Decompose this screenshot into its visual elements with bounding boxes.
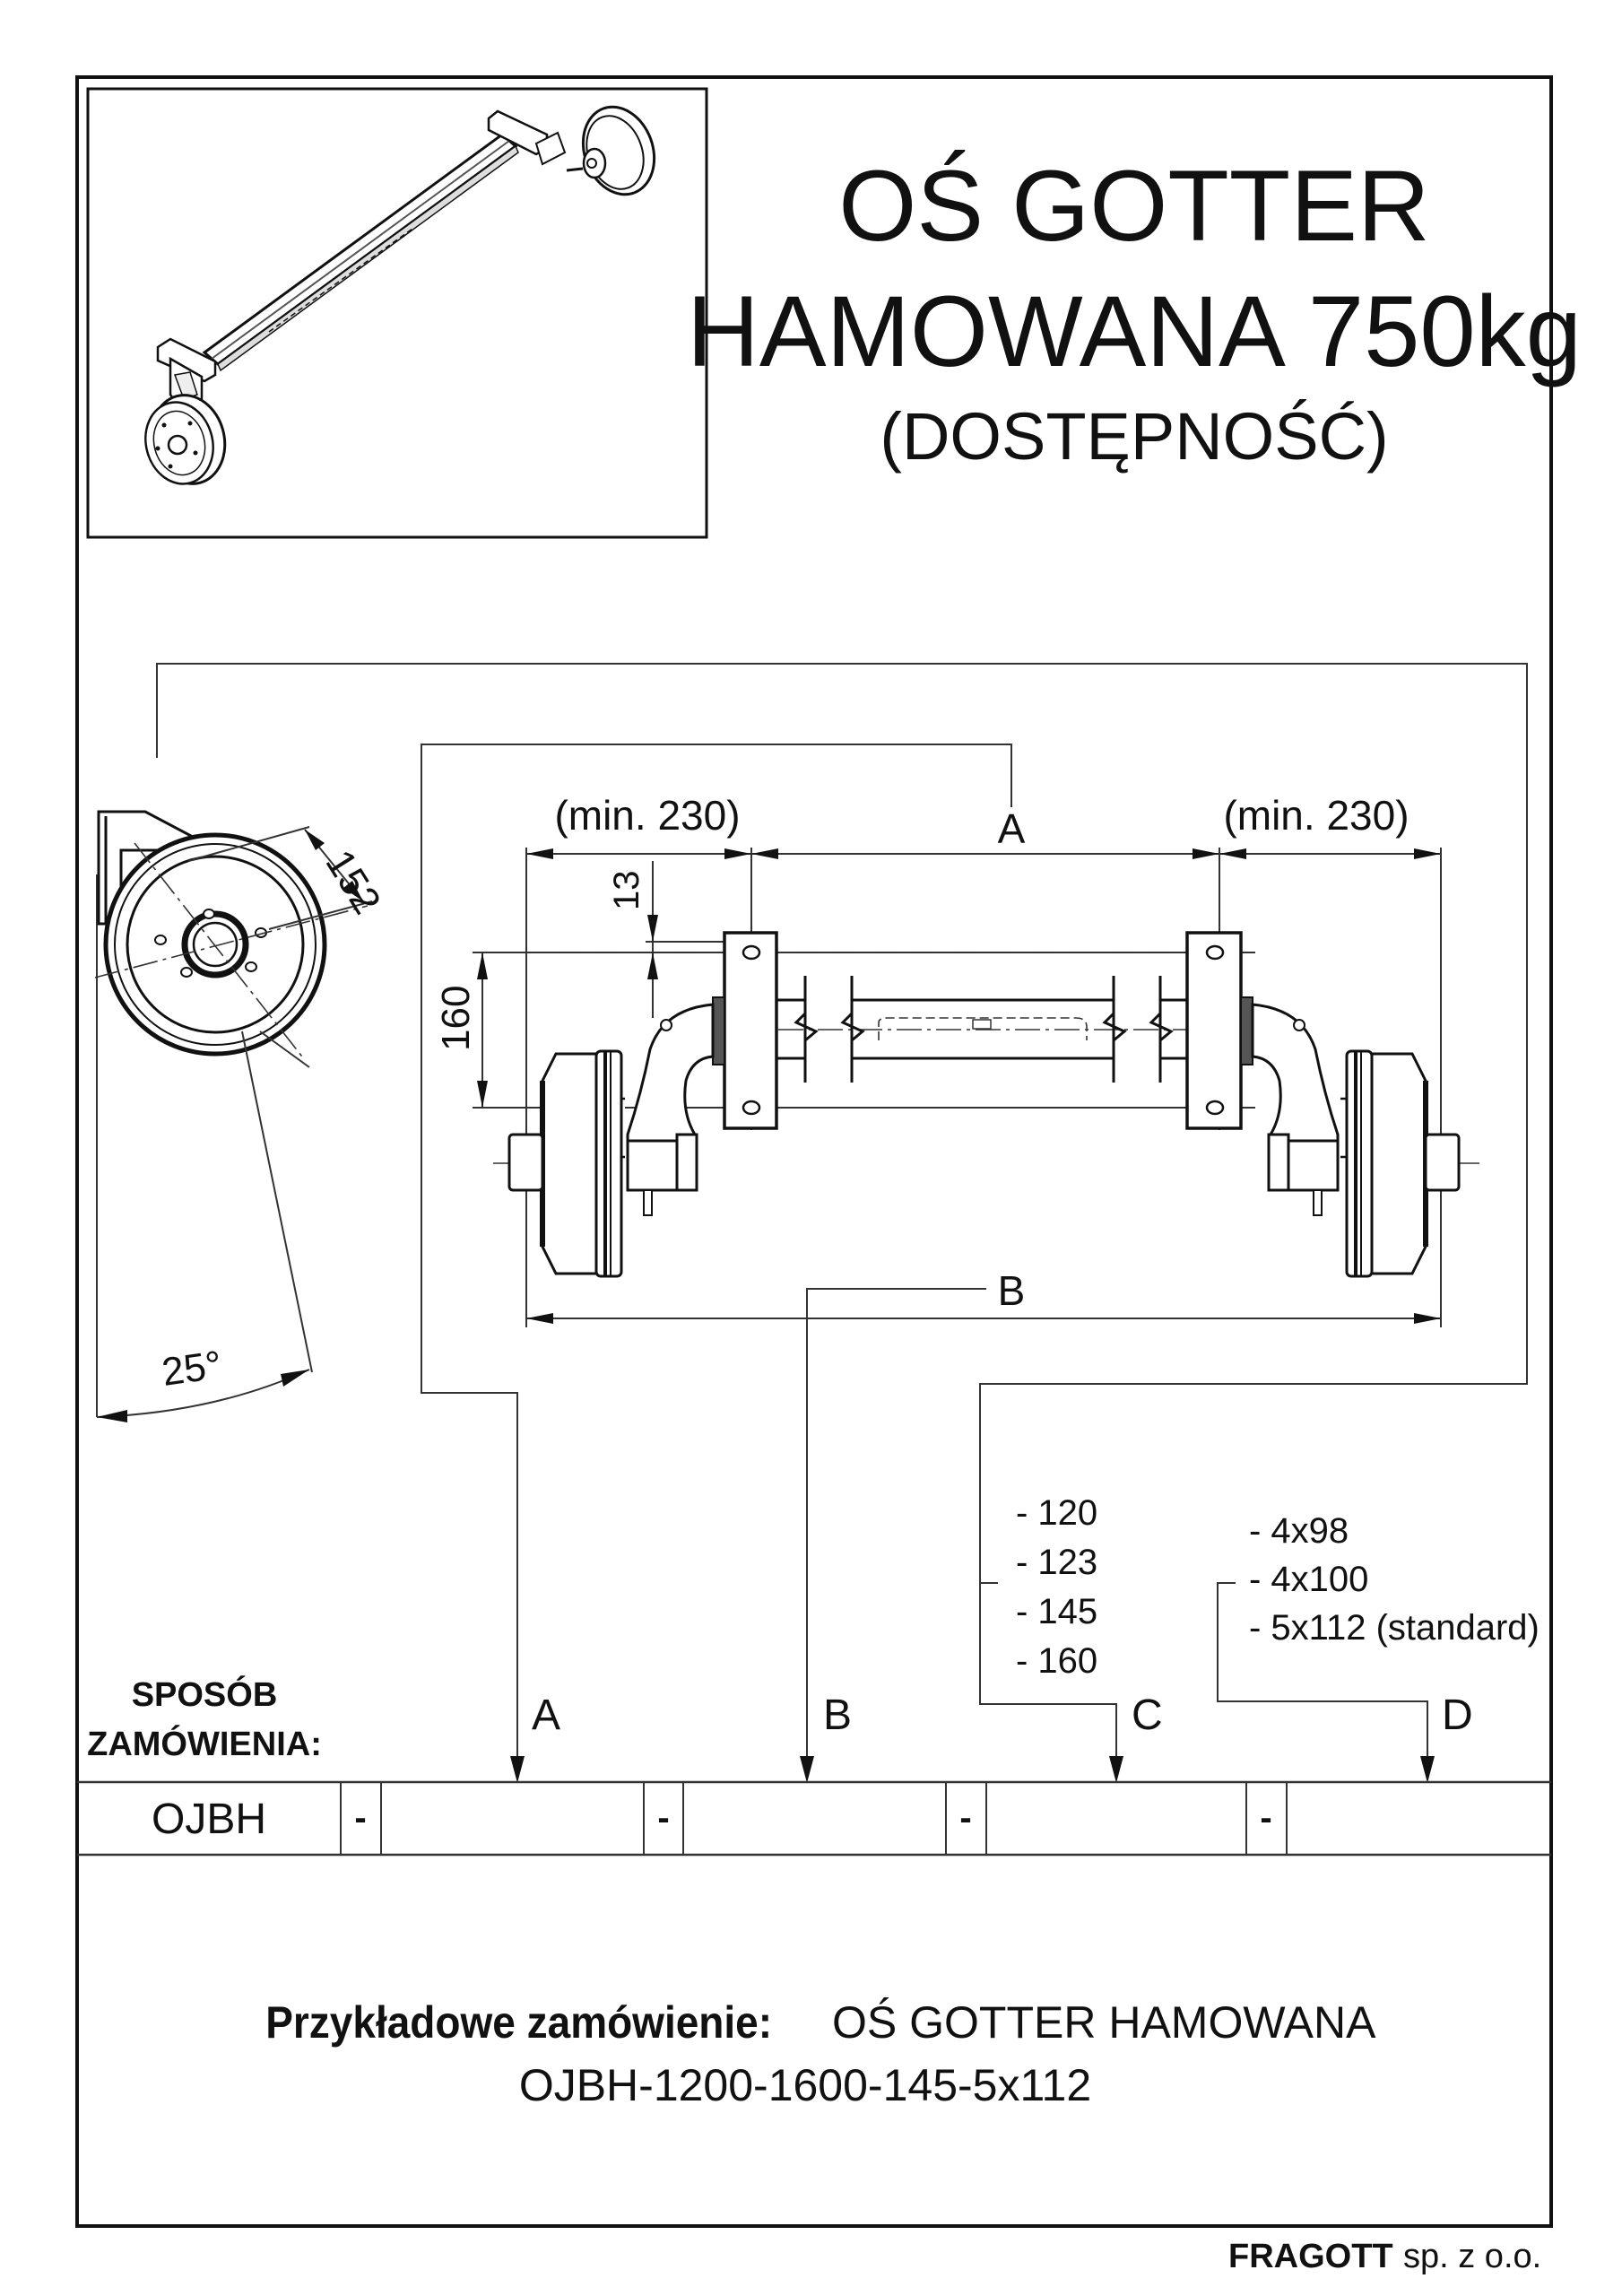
dim-160-label: 160 <box>434 986 478 1051</box>
left-wheel-hub-assembly <box>507 996 725 1278</box>
dim-min-230-right: (min. 230) <box>1223 792 1409 839</box>
left-mounting-bracket <box>723 931 778 1130</box>
leader-label-b: B <box>823 1692 852 1739</box>
sheet-frame <box>75 75 1553 2228</box>
option-d-5x112: - 5x112 (standard) <box>1249 1608 1540 1648</box>
iso-right-bracket-icon <box>487 109 567 166</box>
option-c-145: - 145 <box>1016 1592 1097 1631</box>
iso-right-wheel-hub-icon <box>566 105 656 196</box>
angle-25-label: 25° <box>160 1343 225 1395</box>
iso-left-wheel-hub-icon <box>144 394 227 485</box>
isometric-axle-thumbnail <box>86 87 708 539</box>
side-view-drawing: C 152 25° <box>94 810 389 1422</box>
leader-lines <box>156 663 1528 1783</box>
arrow-d-icon <box>1420 1756 1435 1783</box>
order-heading-line-2: ZAMÓWIENIA: <box>87 1724 322 1763</box>
order-separator: - <box>657 1798 669 1838</box>
title-line-1: OŚ GOTTER <box>838 150 1430 262</box>
right-wheel-hub-assembly <box>1240 996 1461 1278</box>
leader-label-c: C <box>1132 1692 1163 1739</box>
footer-company-name: FRAGOTT <box>1228 2238 1393 2275</box>
leader-label-a: A <box>532 1692 560 1739</box>
option-list-d: - 4x98 - 4x100 - 5x112 (standard) <box>1249 1511 1540 1648</box>
dim-152-label: 152 <box>317 842 389 921</box>
axle-beam-broken <box>776 976 1187 1083</box>
option-d-4x98: - 4x98 <box>1249 1511 1349 1551</box>
option-c-120: - 120 <box>1016 1493 1097 1533</box>
title-availability: (DOSTĘPNOŚĆ) <box>880 399 1388 474</box>
thumbnail-frame <box>86 87 708 539</box>
leader-c <box>156 663 1528 1760</box>
front-view-drawing: (min. 230) (min. 230) A B 13 160 <box>434 792 1479 1327</box>
order-code-table: OJBH - - - - <box>77 1780 1551 1857</box>
dim-min-230-left: (min. 230) <box>554 792 740 839</box>
leader-d <box>1217 1582 1428 1760</box>
order-separator: - <box>354 1798 366 1838</box>
arrow-a-icon <box>510 1756 525 1783</box>
example-order-product: OŚ GOTTER HAMOWANA <box>832 1996 1376 2048</box>
order-separator: - <box>1260 1798 1271 1838</box>
order-code-prefix: OJBH <box>152 1796 266 1843</box>
example-order-label: Przykładowe zamówienie: <box>265 1998 772 2048</box>
option-list-c: - 120 - 123 - 145 - 160 <box>1016 1493 1097 1681</box>
arrow-c-icon <box>1109 1756 1123 1783</box>
option-c-123: - 123 <box>1016 1543 1097 1582</box>
footer-company-suffix: sp. z o.o. <box>1403 2238 1541 2275</box>
example-order-code: OJBH-1200-1600-145-5x112 <box>519 2060 1091 2110</box>
leader-label-d: D <box>1442 1692 1473 1739</box>
dim-13-label: 13 <box>607 871 646 911</box>
arrow-b-icon <box>800 1756 814 1783</box>
option-d-4x100: - 4x100 <box>1249 1560 1368 1599</box>
right-mounting-bracket <box>1185 931 1243 1130</box>
order-separator: - <box>959 1798 971 1838</box>
option-c-160: - 160 <box>1016 1641 1097 1681</box>
dim-b-label: B <box>998 1267 1026 1314</box>
right-brake-drum <box>1370 1052 1427 1275</box>
title-line-2: HAMOWANA 750kg <box>687 275 1582 387</box>
leader-a <box>421 744 1012 1760</box>
iso-axle-beam-icon <box>202 133 519 372</box>
leader-b <box>806 1288 986 1760</box>
order-heading-line-1: SPOSÓB <box>132 1674 278 1714</box>
dim-a-label: A <box>998 805 1026 852</box>
left-brake-drum <box>541 1052 598 1275</box>
